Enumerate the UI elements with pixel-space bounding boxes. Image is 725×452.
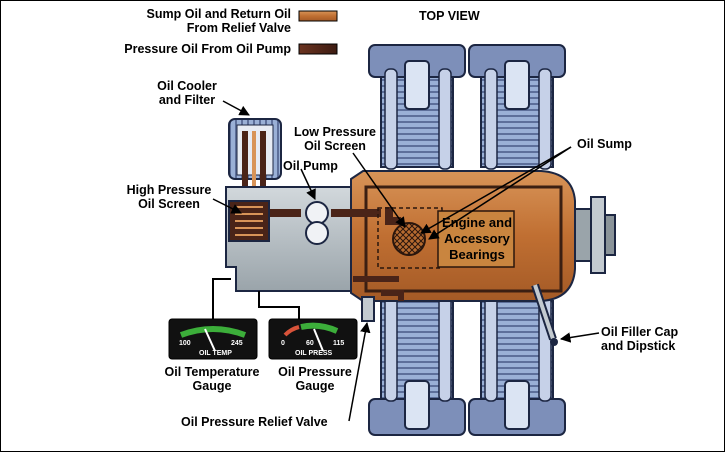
legend-sump-swatch [298,10,338,22]
high-pressure-screen-mesh [235,206,263,236]
relief-valve-body [361,296,375,322]
legend-sump-label: Sump Oil and Return Oil From Relief Valv… [146,7,291,35]
crankcase-outline [364,185,563,293]
label-high-pressure-screen: High Pressure Oil Screen [126,183,212,211]
press-gauge-caption: OIL PRESS [295,350,333,357]
leader-oil-sump [420,146,572,234]
label-low-pressure-screen: Low Pressure Oil Screen [294,125,376,153]
label-engine-bearings: Engine and Accessory Bearings [441,215,513,262]
leader-hp-screen [212,198,242,214]
pump-gear-bottom [305,221,329,245]
legend-pressure-swatch [298,43,338,55]
label-oil-filler-cap: Oil Filler Cap and Dipstick [601,325,679,353]
label-oil-sump: Oil Sump [577,137,632,151]
leader-lp-screen [352,152,406,228]
leader-oil-pump [300,168,316,200]
leader-lines [212,100,600,422]
temp-gauge-max: 245 [231,340,243,347]
leader-oil-sump-2 [428,146,572,240]
bearings-box [437,210,515,268]
press-gauge-min: 0 [281,340,285,347]
leader-oil-cooler [222,100,250,116]
cylinder-bottom-right [468,296,566,436]
oil-pressure-gauge: 0 60 115 OIL PRESS [268,318,358,360]
leader-filler-cap [559,332,600,343]
temp-gauge-caption: OIL TEMP [199,350,232,357]
label-relief-valve: Oil Pressure Relief Valve [181,415,328,429]
temp-gauge-min: 100 [179,340,191,347]
cylinder-top-left [368,44,466,170]
label-oil-temp-gauge: Oil Temperature Gauge [164,365,260,393]
press-gauge-mid: 60 [306,340,314,347]
dipstick [531,283,558,346]
label-oil-pressure-gauge: Oil Pressure Gauge [278,365,352,393]
label-oil-cooler: Oil Cooler and Filter [157,79,217,107]
cylinder-bottom-left [368,296,466,436]
press-sense-line [258,291,300,319]
temp-sense-line [212,278,231,319]
return-line [353,276,404,301]
press-gauge-max: 115 [333,340,344,347]
legend-pressure-label: Pressure Oil From Oil Pump [124,42,291,56]
prop-hub [574,196,616,274]
label-oil-pump: Oil Pump [283,159,338,173]
view-label: TOP VIEW [419,9,480,23]
oil-temp-gauge: 100 245 OIL TEMP [168,318,258,360]
leader-relief-valve [348,321,371,422]
pump-gear-top [305,201,329,225]
cylinder-top-right [468,44,566,170]
